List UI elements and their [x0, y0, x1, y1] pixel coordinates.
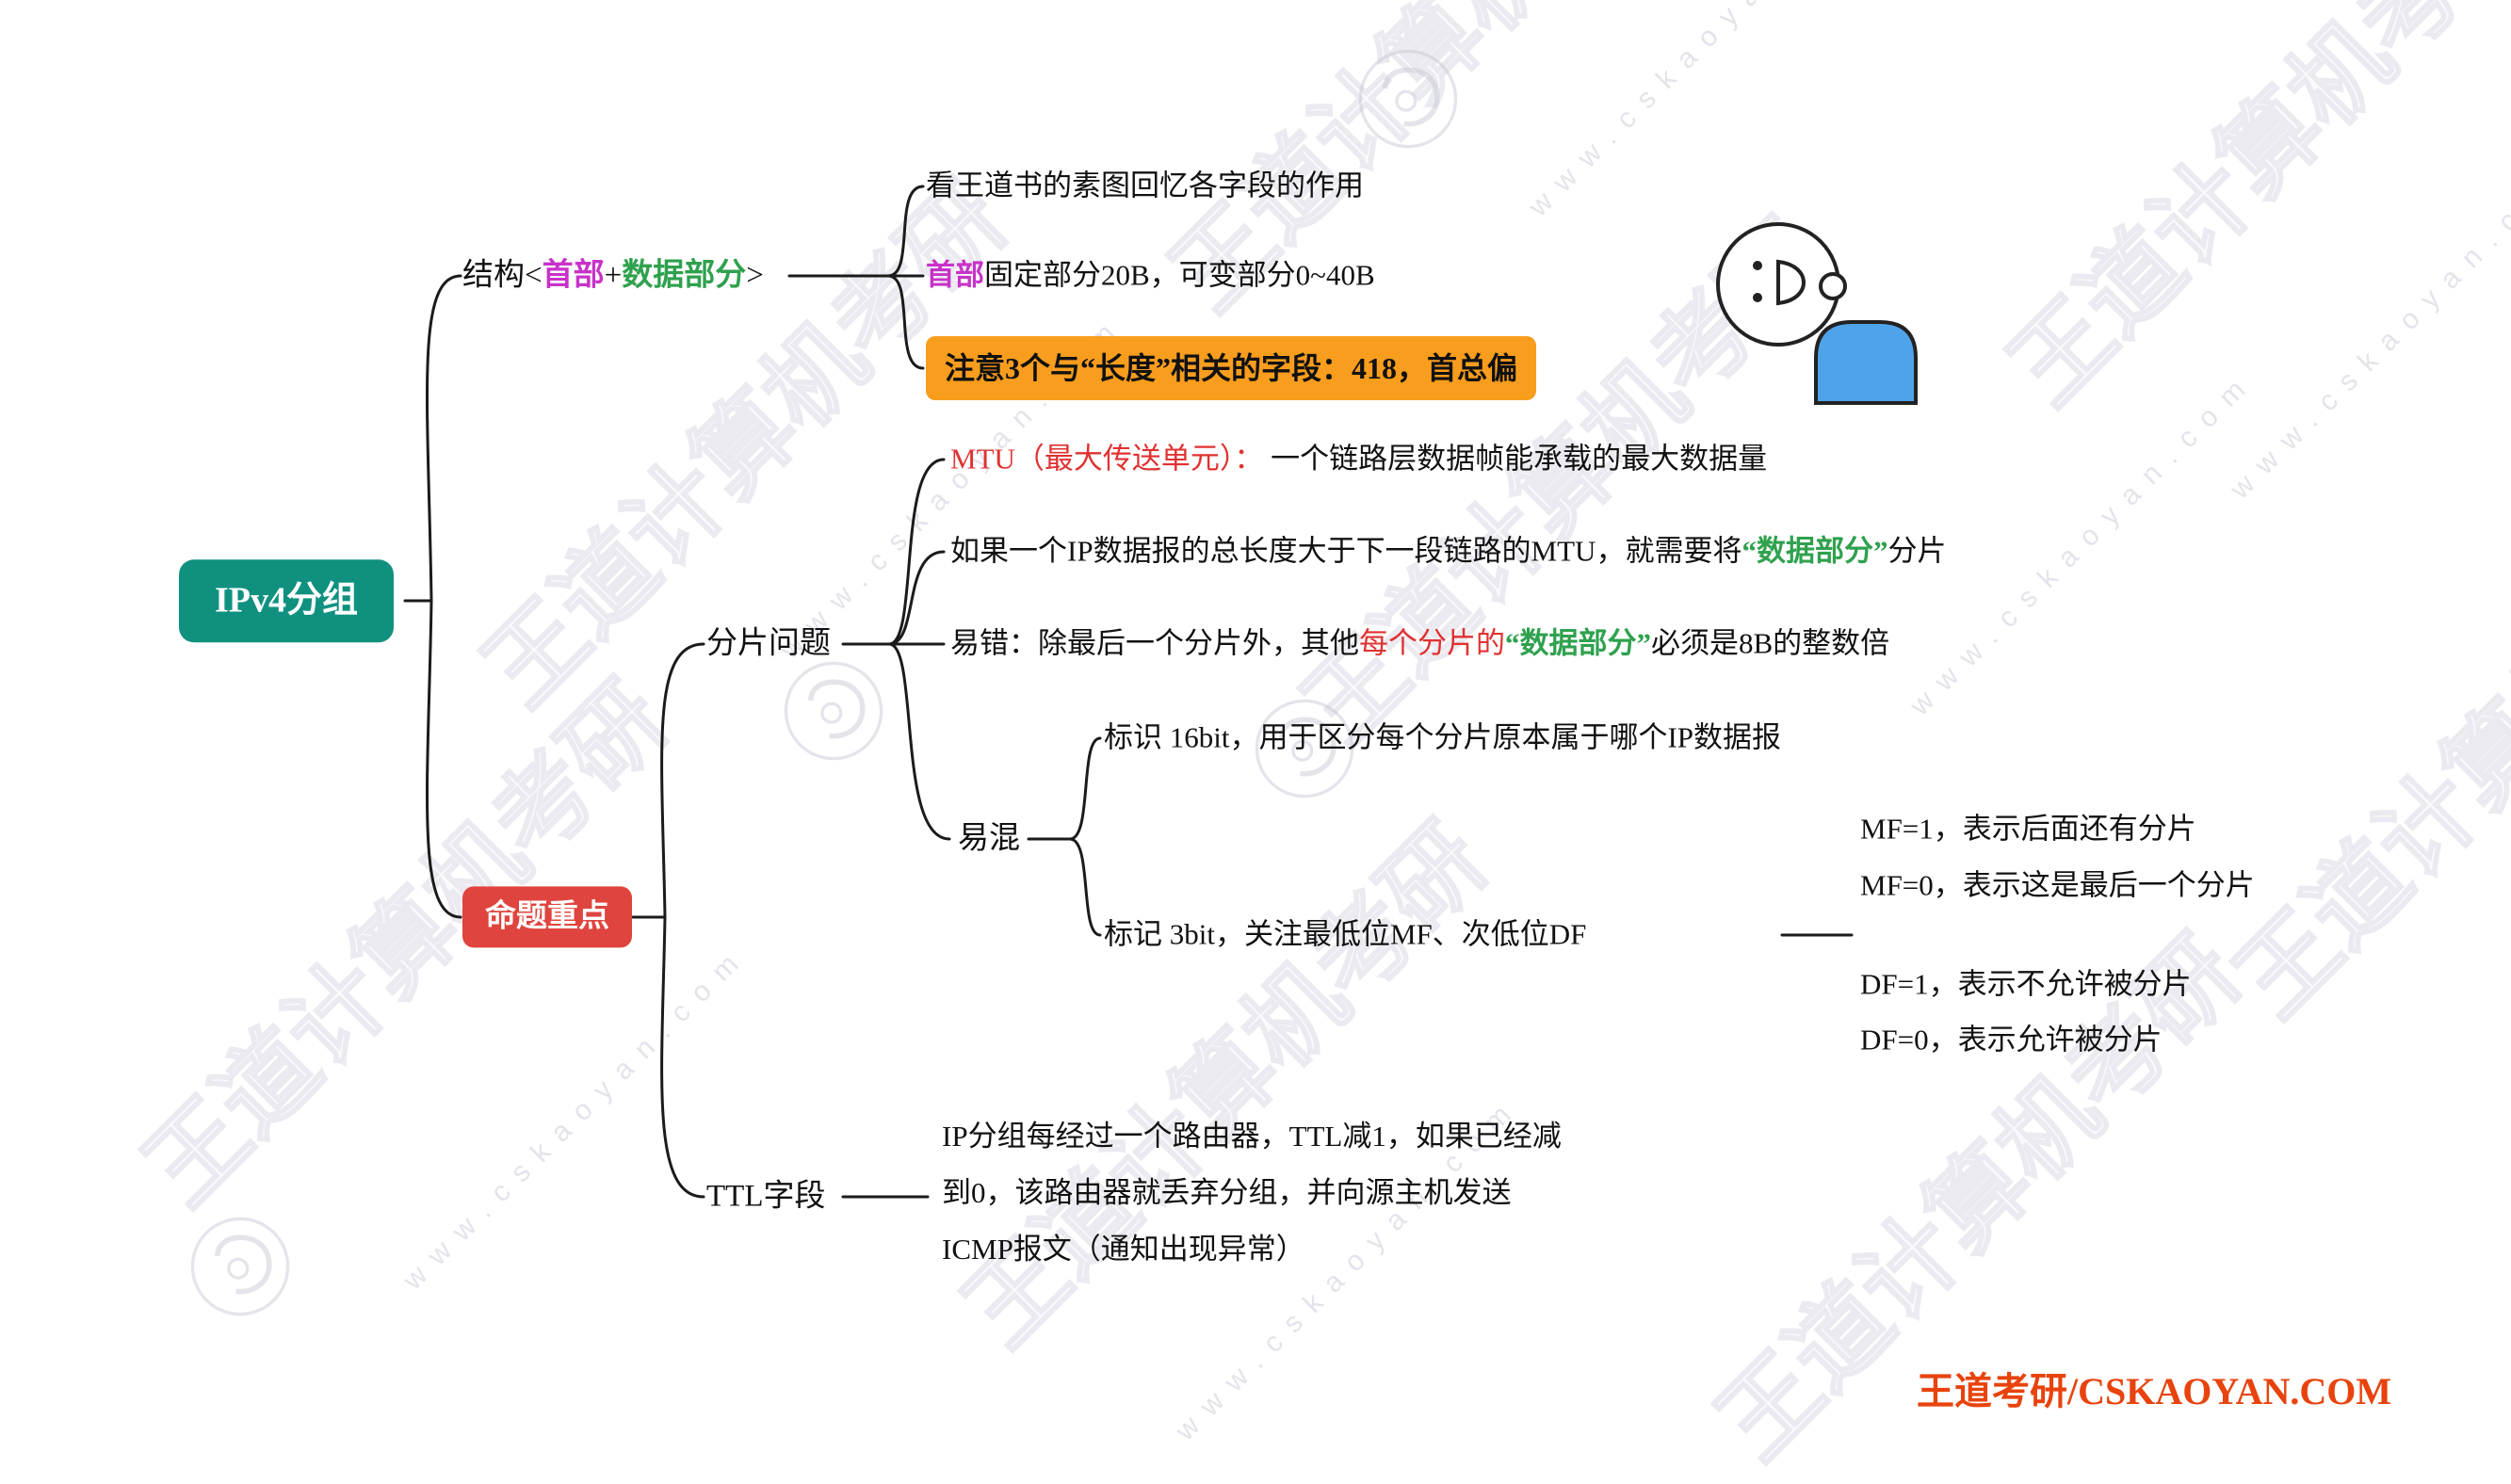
note-mf1-text: MF=1，表示后面还有分片 — [1860, 812, 2196, 846]
note-ttl-line1: IP分组每经过一个路由器，TTL减1，如果已经减 — [942, 1120, 1562, 1153]
cartoon-body — [1814, 320, 1918, 405]
note-header-size-rest: 固定部分20B，可变部分0~40B — [984, 258, 1375, 292]
branch-keypoint-label: 命题重点 — [485, 899, 609, 934]
mindmap-canvas: 王道计算机考研 王道计算机考研 王道计算机考研 王道计算机考研 王道计算机考研 … — [124, 0, 2511, 1481]
note-df0[interactable]: DF=0，表示允许被分片 — [1860, 1023, 2163, 1059]
note-id-field-text: 标识 16bit，用于区分每个分片原本属于哪个IP数据报 — [1104, 720, 1782, 754]
note-flag-field[interactable]: 标记 3bit，关注最低位MF、次低位DF — [1104, 917, 1586, 954]
note-split-pre: 如果一个IP数据报的总长度大于下一段链路的MTU，就需要将 — [950, 534, 1742, 568]
cartoon-character — [1714, 217, 1931, 410]
branch-confuse-label: 易混 — [958, 821, 1020, 856]
note-ttl-line3: ICMP报文（通知出现异常） — [942, 1233, 1305, 1266]
branch-keypoint[interactable]: 命题重点 — [462, 886, 632, 948]
cartoon-mouth — [1776, 259, 1806, 306]
structure-plus: + — [604, 258, 623, 293]
note-mf1[interactable]: MF=1，表示后面还有分片 — [1860, 812, 2196, 848]
note-ttl-desc[interactable]: IP分组每经过一个路由器，TTL减1，如果已经减 到0，该路由器就丢弃分组，并向… — [942, 1108, 1808, 1278]
footer-brand: 王道考研/CSKAOYAN.COM — [1917, 1361, 2391, 1415]
connector-lines — [403, 185, 1854, 1199]
note-mtu-desc: 一个链路层数据帧能承载的最大数据量 — [1263, 442, 1768, 476]
note-id-field[interactable]: 标识 16bit，用于区分每个分片原本属于哪个IP数据报 — [1104, 720, 1781, 757]
note-length-fields-text: 注意3个与“长度”相关的字段：418，首总偏 — [945, 351, 1518, 385]
cartoon-eye-top — [1753, 261, 1762, 270]
note-df1-text: DF=1，表示不允许被分片 — [1860, 967, 2192, 1001]
root-node-label: IPv4分组 — [215, 580, 359, 621]
branch-ttl-field[interactable]: TTL字段 — [706, 1177, 825, 1216]
branch-ttl-label: TTL字段 — [706, 1179, 826, 1214]
cartoon-ear — [1819, 272, 1847, 300]
note-split-post: 分片 — [1887, 534, 1947, 568]
note-error-red-term: 每个分片的 — [1359, 626, 1505, 660]
note-mtu[interactable]: MTU（最大传送单元）： 一个链路层数据帧能承载的最大数据量 — [950, 442, 1767, 478]
note-mf0-text: MF=0，表示这是最后一个分片 — [1860, 868, 2255, 902]
note-read-book[interactable]: 看王道书的素图回忆各字段的作用 — [926, 169, 1364, 205]
note-length-fields-highlight[interactable]: 注意3个与“长度”相关的字段：418，首总偏 — [926, 336, 1537, 400]
note-mf0[interactable]: MF=0，表示这是最后一个分片 — [1860, 868, 2255, 905]
note-error-pre: 易错：除最后一个分片外，其他 — [950, 626, 1359, 660]
note-mtu-term: MTU（最大传送单元）： — [950, 442, 1264, 476]
note-df0-text: DF=0，表示允许被分片 — [1860, 1023, 2163, 1057]
note-flag-field-text: 标记 3bit，关注最低位MF、次低位DF — [1104, 917, 1587, 951]
note-read-book-text: 看王道书的素图回忆各字段的作用 — [926, 169, 1364, 202]
note-df1[interactable]: DF=1，表示不允许被分片 — [1860, 967, 2192, 1004]
branch-confuse[interactable]: 易混 — [958, 819, 1020, 858]
note-split-condition[interactable]: 如果一个IP数据报的总长度大于下一段链路的MTU，就需要将“数据部分”分片 — [950, 534, 1946, 571]
note-error-post: 必须是8B的整数倍 — [1651, 626, 1890, 660]
note-header-size-term: 首部 — [926, 258, 984, 292]
structure-suffix: > — [746, 258, 764, 293]
footer-brand-text: 王道考研/CSKAOYAN.COM — [1917, 1370, 2392, 1412]
branch-fragment-problem[interactable]: 分片问题 — [706, 624, 831, 663]
structure-data-term: 数据部分 — [622, 258, 747, 293]
note-split-error[interactable]: 易错：除最后一个分片外，其他每个分片的“数据部分”必须是8B的整数倍 — [950, 626, 1889, 663]
note-error-data-term: “数据部分” — [1505, 626, 1651, 660]
root-node-ipv4[interactable]: IPv4分组 — [179, 559, 395, 642]
branch-structure[interactable]: 结构<首部+数据部分> — [462, 256, 764, 295]
note-header-size[interactable]: 首部固定部分20B，可变部分0~40B — [926, 258, 1375, 295]
cartoon-eye-bottom — [1753, 293, 1762, 302]
structure-prefix: 结构< — [462, 258, 543, 293]
note-ttl-line2: 到0，该路由器就丢弃分组，并向源主机发送 — [942, 1176, 1512, 1209]
structure-header-term: 首部 — [542, 258, 605, 293]
note-split-data-term: “数据部分” — [1742, 534, 1888, 568]
branch-fragment-label: 分片问题 — [706, 626, 831, 661]
